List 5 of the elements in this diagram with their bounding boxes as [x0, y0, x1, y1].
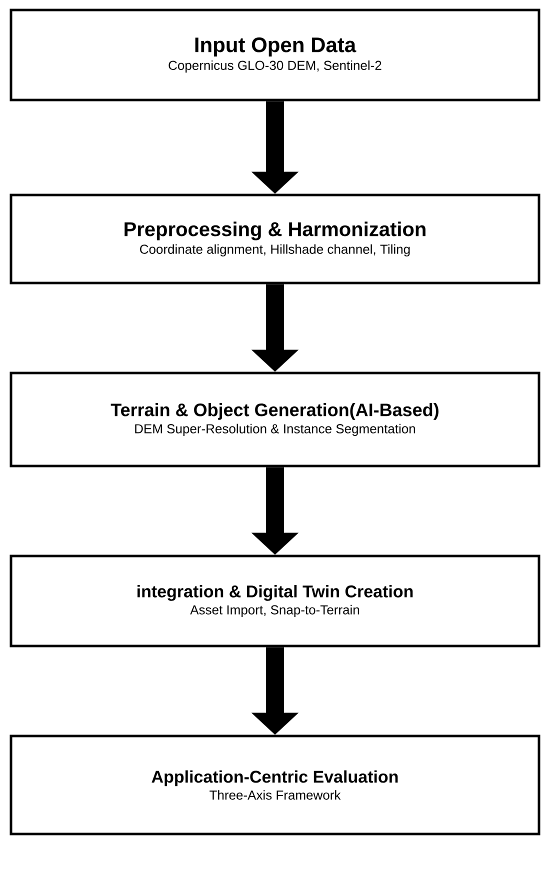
process-box: Input Open Data Copernicus GLO-30 DEM, Sentinel-2: [10, 8, 540, 102]
process-box: Terrain & Object Generation(AI-Based) DEM Super-Resolution & Instance Segmentation: [10, 372, 540, 468]
process-box: Preprocessing & Harmonization Coordinate alignment, Hillshade channel, Tiling: [10, 194, 540, 284]
process-box: Application-Centric Evaluation Three-Axis Framework: [10, 734, 540, 836]
process-box: integration & Digital Twin Creation Asset Import, Snap-to-Terrain: [10, 554, 540, 648]
